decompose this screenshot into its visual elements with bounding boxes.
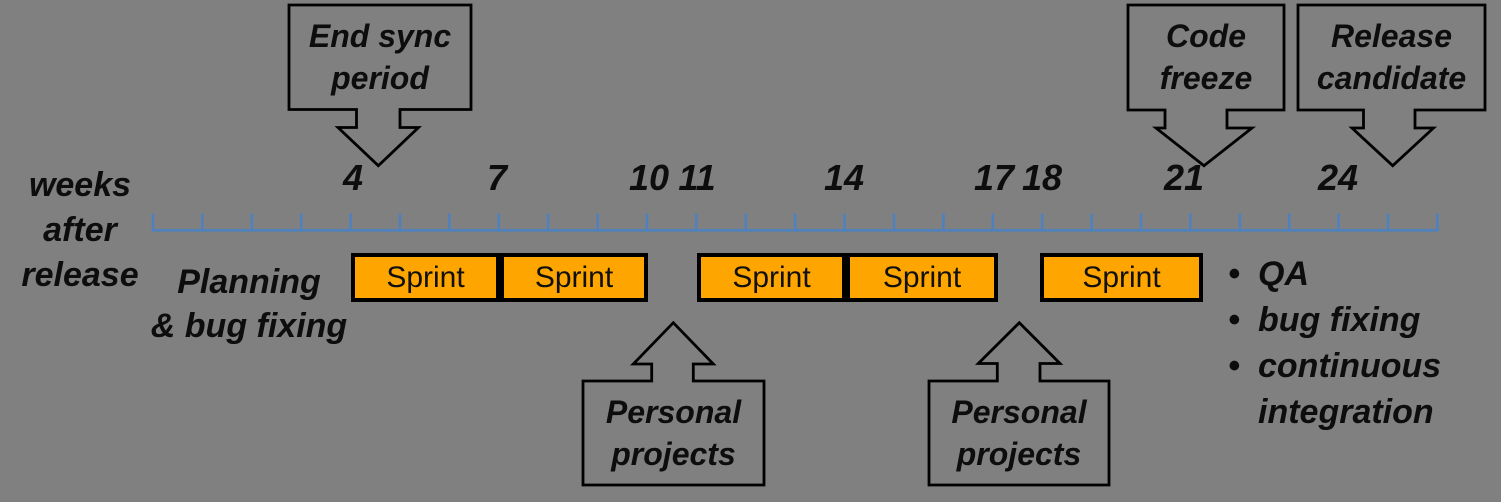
sprint-box: Sprint [500, 253, 648, 302]
personal-projects-callout-shape [581, 320, 766, 487]
week-label-17: 17 [973, 157, 1015, 198]
sprint-box: Sprint [846, 253, 998, 302]
personal-projects-label: Personal projects [605, 394, 742, 472]
week-label-10: 10 [628, 157, 670, 198]
personal-projects-callout-shape [927, 320, 1111, 487]
sprint-box: Sprint [1040, 253, 1203, 302]
week-label-4: 4 [342, 157, 364, 198]
bullet-item: QA [1228, 251, 1440, 297]
planning-phase-label: Planning & bug fixing [150, 263, 348, 345]
end-sync-label: End sync period [308, 18, 452, 96]
week-label-21: 21 [1163, 157, 1205, 198]
personal-projects-label: Personal projects [951, 394, 1087, 472]
end-sync-callout-shape [287, 3, 473, 168]
timeline-axis [151, 213, 1439, 232]
week-label-24: 24 [1317, 157, 1359, 198]
week-label-11: 11 [678, 157, 716, 198]
sprint-box: Sprint [697, 253, 846, 302]
bullet-item: bug fixing [1228, 297, 1440, 343]
code-freeze-label: Code freeze [1159, 18, 1253, 96]
release-candidate-label: Release candidate [1316, 18, 1467, 96]
sprint-box: Sprint [351, 253, 500, 302]
week-label-14: 14 [823, 157, 865, 198]
bullet-item: continuous integration [1228, 343, 1441, 435]
release-candidate-callout-shape [1296, 3, 1487, 168]
week-label-7: 7 [486, 157, 508, 198]
week-label-18: 18 [1021, 157, 1063, 198]
code-freeze-callout-shape [1126, 3, 1286, 168]
axis-caption: weeks after release [21, 166, 139, 294]
final-phase-bullet-list: QA bug fixing continuous integration [1228, 251, 1441, 435]
